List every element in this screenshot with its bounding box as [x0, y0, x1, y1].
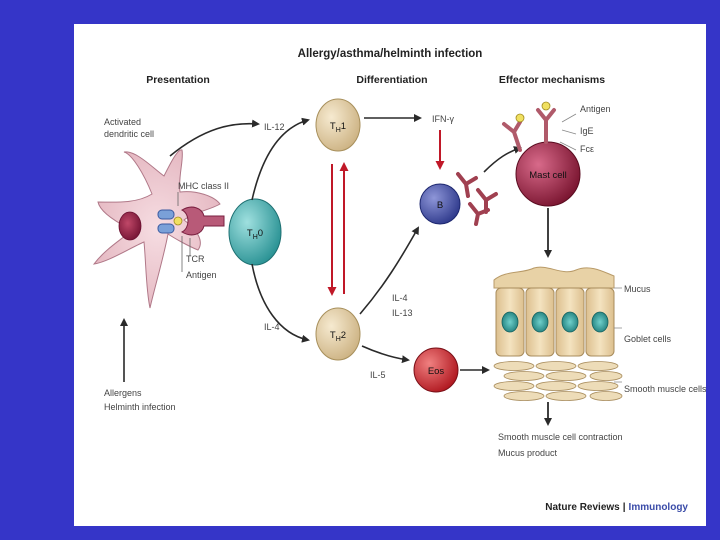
antigen-peptide	[173, 216, 183, 226]
antigen-bound-2	[515, 113, 525, 123]
th2-label-suffix: 2	[341, 330, 346, 341]
tcr-leader-line	[181, 236, 191, 272]
goblet-nucleus-3	[561, 311, 579, 333]
goblet-nucleus-4	[591, 311, 609, 333]
th0-label-sub: H	[253, 234, 258, 241]
label-il13: IL-13	[392, 308, 413, 318]
goblet-nucleus-2	[531, 311, 549, 333]
tissue-leader-lines	[614, 287, 622, 383]
label-activated: Activated	[104, 117, 141, 127]
th2-label-sub: H	[336, 336, 341, 343]
label-smooth-muscle-contraction: Smooth muscle cell contraction	[498, 432, 623, 442]
antibodies	[456, 172, 498, 226]
journal-credit: Nature Reviews|Immunology	[545, 502, 688, 513]
label-helminth-infection: Helminth infection	[104, 402, 176, 412]
label-tcr: TCR	[186, 254, 205, 264]
b-cell: B	[419, 183, 461, 225]
label-mhc-class-ii: MHC class II	[178, 181, 229, 191]
antibody-1	[456, 172, 478, 198]
ige-receptors	[502, 108, 556, 152]
th0-label-main: T	[247, 228, 253, 239]
mast-cell-label: Mast cell	[529, 170, 566, 181]
svg-text:TH2: TH2	[330, 330, 346, 343]
figure-title: Allergy/asthma/helminth infection	[298, 48, 483, 60]
credit-journal: Nature Reviews	[545, 502, 620, 513]
th2-to-eos-arrow	[361, 345, 410, 364]
svg-text:TH0: TH0	[247, 228, 263, 241]
antibody-3	[468, 202, 490, 226]
ige-receptor-1	[502, 120, 522, 152]
svg-text:TH1: TH1	[330, 121, 346, 134]
label-mucus-product: Mucus product	[498, 448, 558, 458]
credit-section: Immunology	[629, 502, 689, 513]
eos-label: Eos	[428, 366, 445, 377]
th1-label-sub: H	[336, 127, 341, 134]
th0-label-suffix: 0	[258, 228, 263, 239]
label-goblet-cells: Goblet cells	[624, 334, 672, 344]
il12-signal-arrow	[169, 119, 260, 157]
header-presentation: Presentation	[146, 74, 210, 86]
label-smooth-muscle-cells: Smooth muscle cells	[624, 384, 706, 394]
goblet-nucleus-1	[501, 311, 519, 333]
th0-cell: TH0	[228, 198, 282, 266]
dendritic-cell-nucleus	[118, 211, 142, 241]
th0-to-th1-arrow	[251, 117, 310, 201]
airway-epithelium	[493, 266, 623, 401]
label-ige: IgE	[580, 126, 594, 136]
mhc-tcr-complex	[157, 206, 225, 236]
dendritic-cell	[92, 149, 221, 309]
label-dendritic-cell: dendritic cell	[104, 129, 154, 139]
mhc-molecule-lower	[157, 223, 175, 234]
mast-cell: Mast cell	[502, 101, 581, 207]
figure-panel: Allergy/asthma/helminth infection Presen…	[74, 24, 706, 526]
th2-label-main: T	[330, 330, 336, 341]
label-il4-left: IL-4	[264, 322, 280, 332]
label-antigen-left: Antigen	[186, 270, 217, 280]
th2-to-b-arrow	[359, 226, 419, 315]
b-to-mast-arrow	[483, 146, 522, 173]
immune-pathway-diagram: Allergy/asthma/helminth infection Presen…	[92, 48, 706, 513]
credit-separator: |	[623, 502, 626, 513]
label-il5: IL-5	[370, 370, 386, 380]
header-differentiation: Differentiation	[356, 74, 427, 86]
tcr-receptor	[180, 206, 225, 236]
th1-cell: TH1	[315, 98, 361, 152]
ige-receptor-2	[536, 108, 556, 144]
goblet-cell-columns	[495, 287, 615, 357]
label-fc-epsilon: Fcε	[580, 144, 594, 154]
antigen-bound	[541, 101, 551, 111]
smooth-muscle-cells	[493, 361, 623, 401]
mhc-molecule-upper	[157, 209, 175, 220]
b-cell-label: B	[437, 200, 443, 211]
label-ifn-gamma: IFN-γ	[432, 114, 454, 124]
label-antigen-right: Antigen	[580, 104, 611, 114]
header-effector-mechanisms: Effector mechanisms	[499, 74, 605, 86]
mucus-layer	[493, 266, 615, 289]
mast-leader-lines	[559, 113, 577, 151]
th1-label-main: T	[330, 121, 336, 132]
eosinophil: Eos	[413, 347, 459, 393]
label-il4-right: IL-4	[392, 293, 408, 303]
th0-to-th2-arrow	[251, 263, 310, 343]
label-allergens: Allergens	[104, 388, 142, 398]
th1-label-suffix: 1	[341, 121, 346, 132]
label-mucus: Mucus	[624, 284, 651, 294]
th2-cell: TH2	[315, 307, 361, 361]
label-il12: IL-12	[264, 122, 285, 132]
